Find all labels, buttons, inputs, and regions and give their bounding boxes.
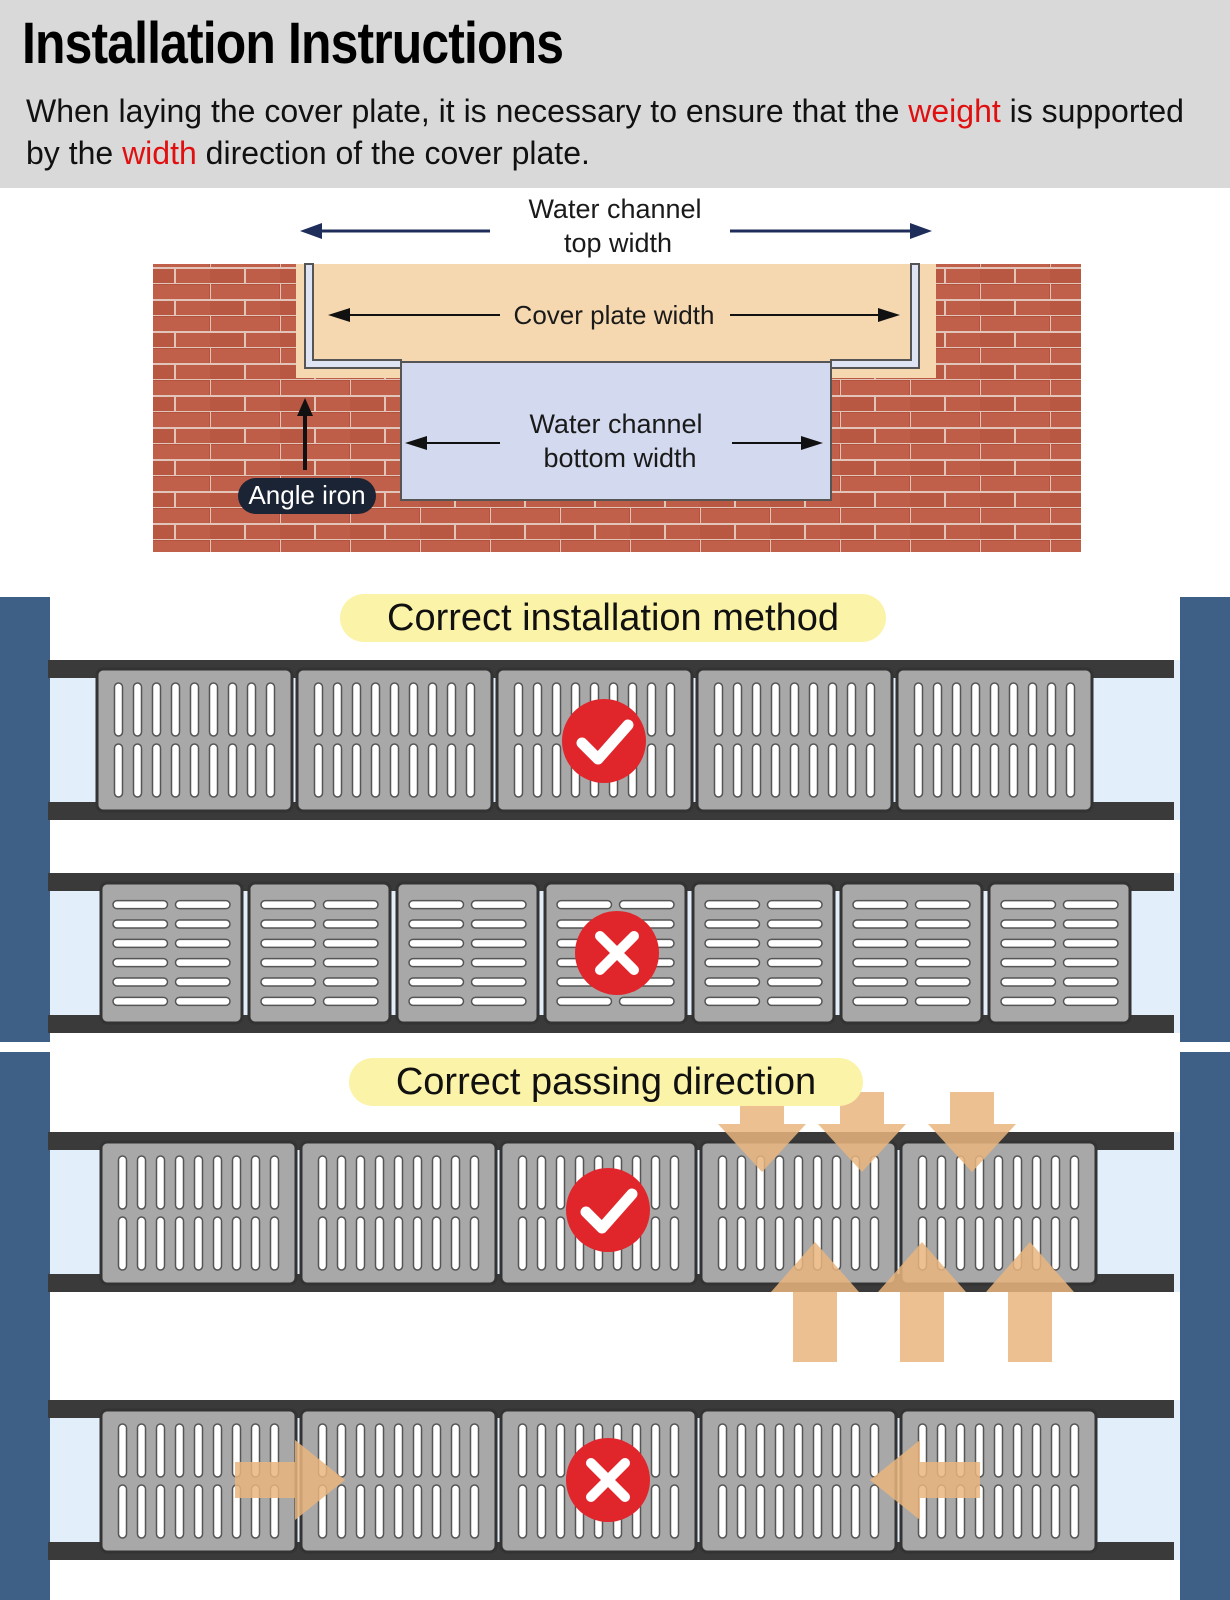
side-post-left — [0, 1052, 50, 1600]
grate-plate — [99, 881, 244, 1025]
page-title: Installation Instructions — [22, 11, 564, 76]
grate-plate — [99, 1140, 298, 1286]
grate-plate — [899, 1408, 1098, 1554]
grate-plate — [295, 667, 494, 813]
angle-iron-tag — [238, 478, 376, 514]
grate-plate — [839, 881, 984, 1025]
instruction-text: When laying the cover plate, it is neces… — [26, 90, 1206, 174]
grate-plate — [899, 1140, 1098, 1286]
grate-plate — [247, 881, 392, 1025]
header-banner: Installation Instructions When laying th… — [0, 0, 1230, 188]
correct-check-icon — [566, 1168, 650, 1252]
grate-plate — [395, 881, 540, 1025]
load-arrow-up — [771, 1242, 859, 1362]
load-arrow-up — [878, 1242, 966, 1362]
grate-plate — [299, 1140, 498, 1286]
cover-plate-zone — [296, 264, 936, 378]
grate-plate — [695, 667, 894, 813]
side-post-right — [1180, 1052, 1230, 1600]
top-width-label-1: Water channel — [528, 194, 701, 224]
grate-plate — [299, 1408, 498, 1554]
load-arrow-down — [818, 1092, 906, 1172]
grate-plate — [895, 667, 1094, 813]
installation-method-label: Correct installation method — [340, 594, 886, 642]
desc-highlight-weight: weight — [908, 93, 1001, 129]
side-post-right — [1180, 597, 1230, 1042]
desc-part-1: When laying the cover plate, it is neces… — [26, 93, 909, 129]
desc-highlight-width: width — [122, 135, 197, 171]
installation-method-panel — [0, 597, 1230, 1042]
load-arrow-up — [986, 1242, 1074, 1362]
channel-cross-section-diagram: Water channel top width Cover plate widt… — [153, 194, 1081, 552]
grate-plate — [691, 881, 836, 1025]
correct-check-icon — [562, 699, 646, 783]
desc-part-2: is supported by the — [26, 93, 1184, 171]
top-width-label-2: top width — [564, 228, 672, 258]
bottom-width-label-2: bottom width — [543, 443, 696, 473]
load-arrow-down — [928, 1092, 1016, 1172]
bottom-width-label-1: Water channel — [529, 409, 702, 439]
wrong-cross-icon — [575, 911, 659, 995]
angle-iron-left — [304, 263, 402, 369]
side-post-left — [0, 597, 50, 1042]
grate-plate — [987, 881, 1132, 1025]
load-arrow-left — [870, 1440, 980, 1520]
grate-plate — [95, 667, 294, 813]
grate-plate — [699, 1408, 898, 1554]
angle-iron-label: Angle iron — [248, 480, 365, 510]
load-arrow-down — [718, 1092, 806, 1172]
passing-direction-panel — [0, 1052, 1230, 1600]
wrong-cross-icon — [566, 1438, 650, 1522]
angle-iron-right — [830, 263, 920, 369]
passing-direction-label: Correct passing direction — [349, 1058, 863, 1106]
desc-part-3: direction of the cover plate. — [196, 135, 590, 171]
water-channel — [400, 361, 832, 501]
load-arrow-right — [235, 1440, 345, 1520]
cover-plate-width-label: Cover plate width — [514, 300, 715, 330]
